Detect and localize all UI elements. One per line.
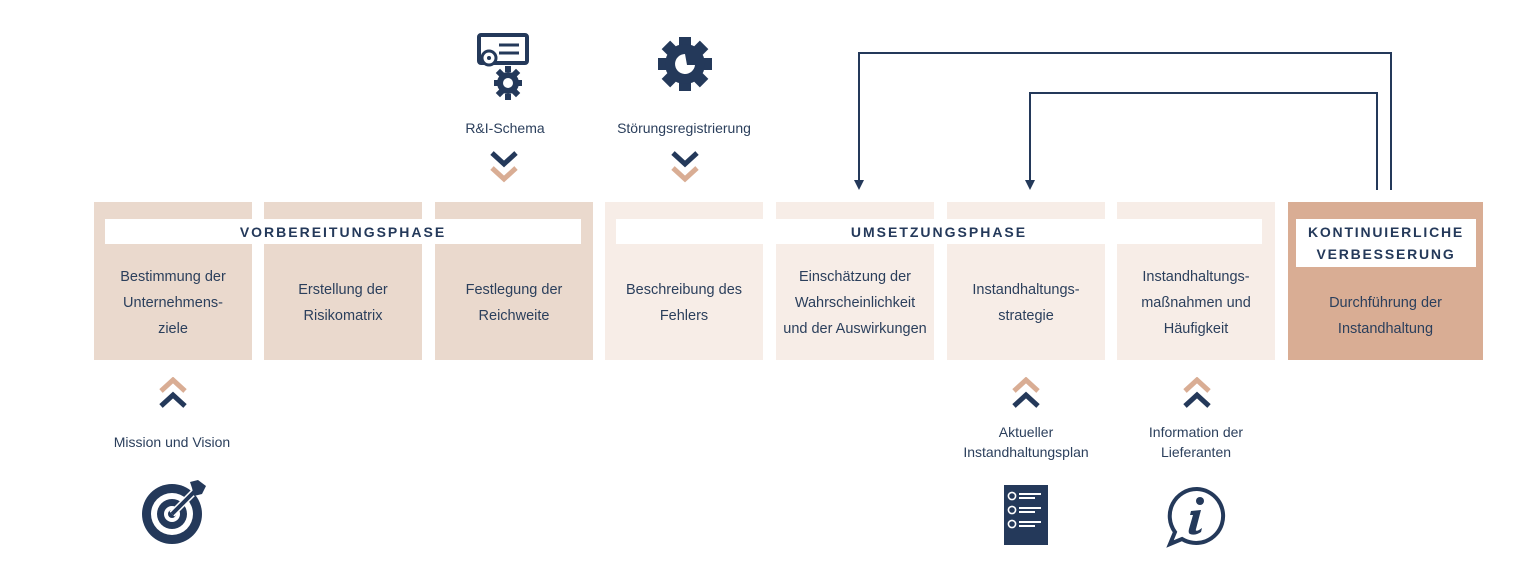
schema-gears-icon [477, 33, 529, 100]
phase-title-preparation: VORBEREITUNGSPHASE [105, 219, 581, 244]
gear-icon [658, 37, 712, 91]
input-label-mission: Mission und Vision [113, 434, 231, 450]
step-label: Erstellung der Risikomatrix [298, 282, 388, 324]
phase-title-implementation: UMSETZUNGSPHASE [616, 219, 1262, 244]
step-label: Festlegung der Reichweite [465, 282, 563, 324]
phase-title-continuous-improvement: KONTINUIERLICHE VERBESSERUNG [1296, 219, 1476, 267]
step-label: Einschätzung der Wahrscheinlichkeit und … [783, 269, 927, 337]
chevron-down-icon [490, 151, 518, 183]
step-label: Bestimmung der Unternehmens-ziele [120, 269, 226, 337]
target-icon [142, 480, 206, 544]
chevron-down-icon [671, 151, 699, 183]
chevron-up-icon [1012, 377, 1040, 408]
step-label: Instandhaltungs-maßnahmen und Häufigkeit [1141, 269, 1251, 337]
step-label: Instandhaltungs-strategie [972, 282, 1080, 324]
checklist-icon [1004, 485, 1048, 545]
input-label-lieferanten: Information der Lieferanten [1148, 424, 1244, 460]
input-label-stoerungsregistrierung: Störungsregistrierung [617, 120, 751, 136]
chevron-up-icon [159, 377, 187, 408]
chevron-up-icon [1183, 377, 1211, 408]
step-label: Beschreibung des Fehlers [625, 282, 743, 324]
input-label-instandhaltungsplan: Aktueller Instandhaltungsplan [963, 424, 1089, 460]
info-bubble-icon [1166, 486, 1226, 548]
input-label-ri-schema: R&I-Schema [465, 120, 545, 136]
step-label: Durchführung der Instandhaltung [1329, 295, 1442, 337]
